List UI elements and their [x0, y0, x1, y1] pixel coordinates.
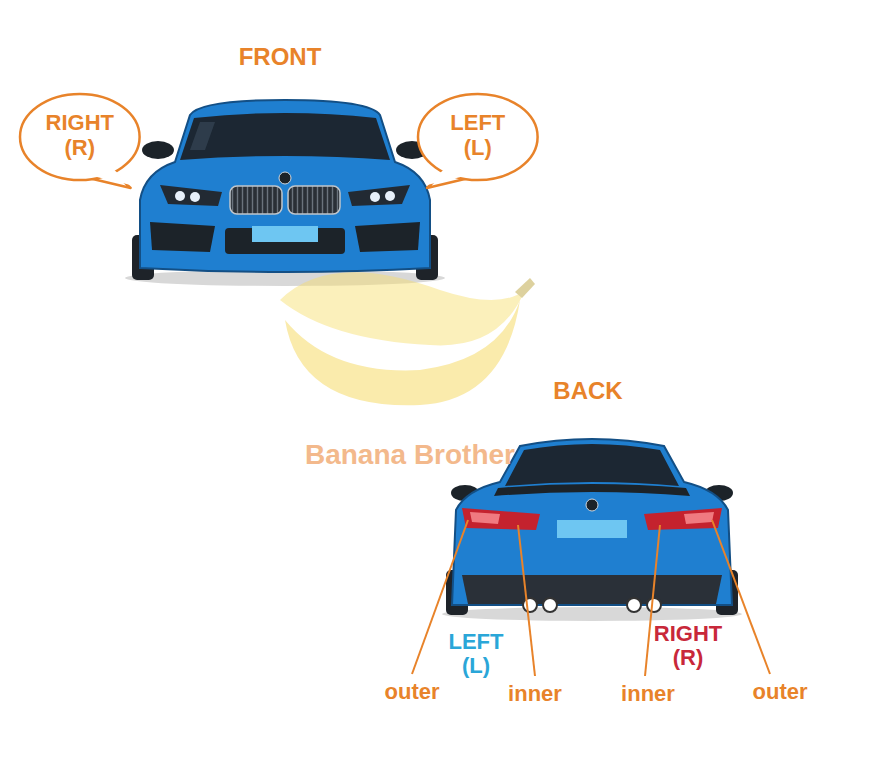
- bubble-text: RIGHT (R): [40, 110, 120, 161]
- front-car: [125, 100, 445, 286]
- view-title: FRONT: [239, 44, 322, 70]
- side-label: RIGHT (R): [653, 622, 723, 670]
- light-position: inner: [621, 682, 675, 706]
- light-position: inner: [508, 682, 562, 706]
- light-position: outer: [753, 680, 808, 704]
- watermark: Banana Brother: [305, 440, 515, 471]
- bubble-text: LEFT (L): [438, 110, 518, 161]
- speech-bubble: LEFT (L): [416, 92, 540, 182]
- banana-watermark: [280, 272, 535, 405]
- light-position: outer: [385, 680, 440, 704]
- view-title: BACK: [553, 378, 622, 404]
- side-label: LEFT (L): [446, 630, 506, 678]
- speech-bubble: RIGHT (R): [18, 92, 142, 182]
